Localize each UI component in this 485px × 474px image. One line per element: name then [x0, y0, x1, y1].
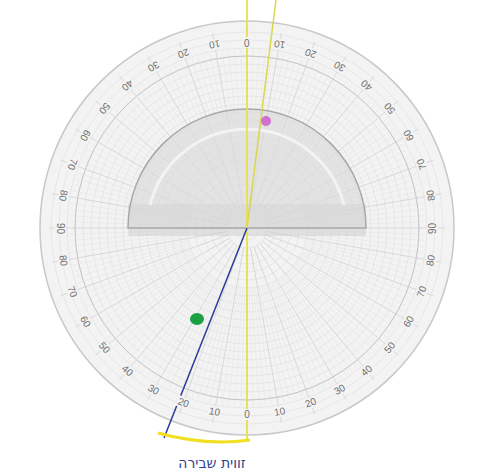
- grid-ray: [254, 247, 315, 414]
- pin-dot: [261, 116, 271, 126]
- grid-ray: [175, 283, 223, 391]
- grid-ray: [281, 278, 347, 376]
- grid-ray: [61, 235, 228, 296]
- angle-number: 0: [243, 37, 251, 48]
- angle-arc: [158, 433, 250, 442]
- angle-number: 80: [424, 253, 437, 268]
- grid-ray: [305, 245, 418, 278]
- angle-number: 90: [56, 221, 67, 234]
- grid-ray: [99, 262, 197, 328]
- grid-ray: [275, 281, 330, 385]
- grid-ray: [279, 279, 342, 379]
- grid-ray: [249, 288, 253, 406]
- grid-ray: [148, 245, 237, 399]
- grid-ray: [282, 277, 351, 372]
- grid-ray: [204, 286, 233, 400]
- pin-dot: [190, 313, 204, 325]
- grid-ray: [96, 260, 196, 323]
- grid-ray: [262, 286, 291, 400]
- grid-ray: [289, 271, 371, 356]
- grid-ray: [250, 248, 281, 423]
- angle-number: 10: [207, 405, 222, 418]
- grid-ray: [301, 254, 407, 306]
- grid-ray: [90, 256, 194, 311]
- grid-ray: [304, 247, 416, 283]
- grid-ray: [287, 273, 366, 361]
- grid-ray: [305, 243, 419, 272]
- angle-number: 90: [428, 221, 439, 234]
- grid-ray: [302, 252, 410, 300]
- angle-number: 0: [243, 409, 251, 420]
- grid-ray: [115, 268, 203, 347]
- grid-ray: [269, 284, 313, 393]
- grid-ray: [192, 285, 228, 397]
- grid-ray: [267, 231, 442, 262]
- grid-ray: [103, 263, 198, 332]
- grid-ray: [300, 256, 404, 311]
- refracted-ray: [164, 228, 247, 438]
- grid-ray: [74, 243, 188, 272]
- angle-number: 10: [272, 405, 287, 418]
- grid-ray: [264, 238, 418, 327]
- incident-ray: [247, 0, 276, 228]
- grid-ray: [198, 286, 231, 399]
- grid-ray: [84, 252, 192, 300]
- grid-ray: [82, 250, 191, 294]
- grid-ray: [169, 282, 221, 388]
- grid-ray: [271, 283, 319, 391]
- grid-ray: [52, 231, 227, 262]
- angle-number: 80: [424, 188, 437, 203]
- angle-caption: זווית שבירה: [175, 455, 248, 471]
- grid-ray: [119, 270, 204, 352]
